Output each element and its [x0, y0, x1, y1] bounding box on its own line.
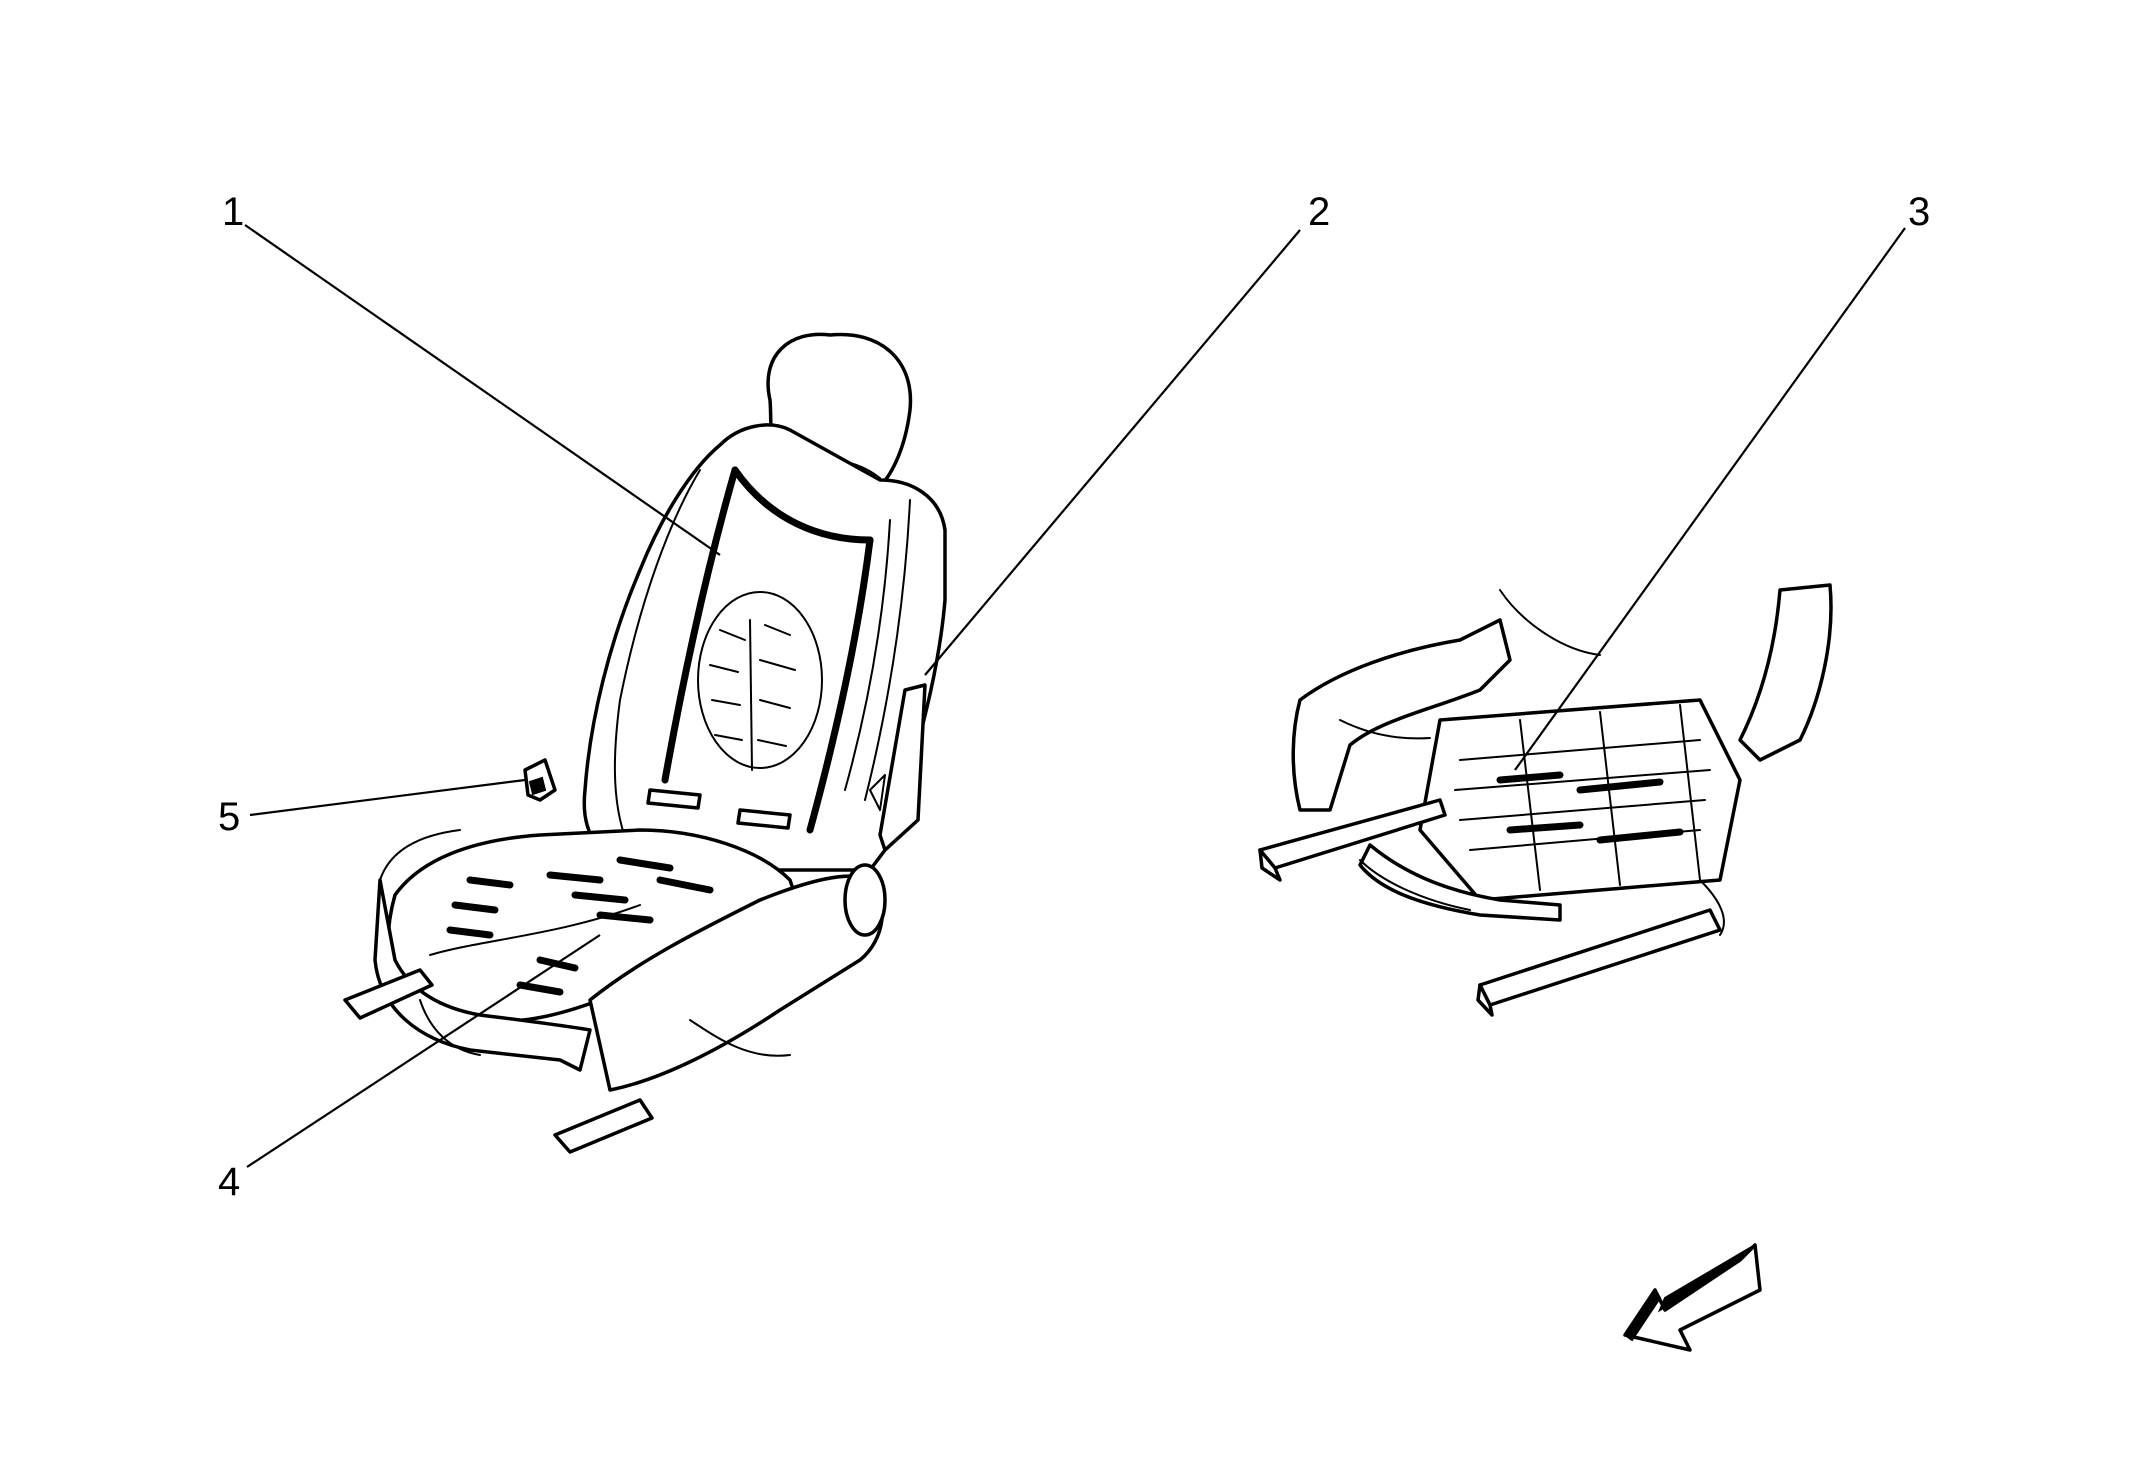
callout-3: 3: [1908, 190, 1930, 234]
seat-assembly-front-view-icon: [343, 332, 947, 1154]
leader-5: [249, 778, 526, 817]
leader-2: [924, 229, 1301, 676]
callout-1: 1: [222, 190, 244, 234]
leader-4: [246, 934, 601, 1168]
callout-leaders: [244, 224, 1906, 1168]
vehicle-front-direction-arrow-icon: [1623, 1243, 1762, 1352]
leader-1: [244, 224, 721, 556]
leader-3: [1514, 227, 1906, 771]
callout-4: 4: [218, 1160, 240, 1204]
callout-2: 2: [1308, 190, 1330, 234]
seat-assembly-underside-view-icon: [1258, 583, 1833, 1017]
callout-5: 5: [218, 795, 240, 839]
callout-labels: 1 2 3 4 5: [218, 190, 1930, 1204]
